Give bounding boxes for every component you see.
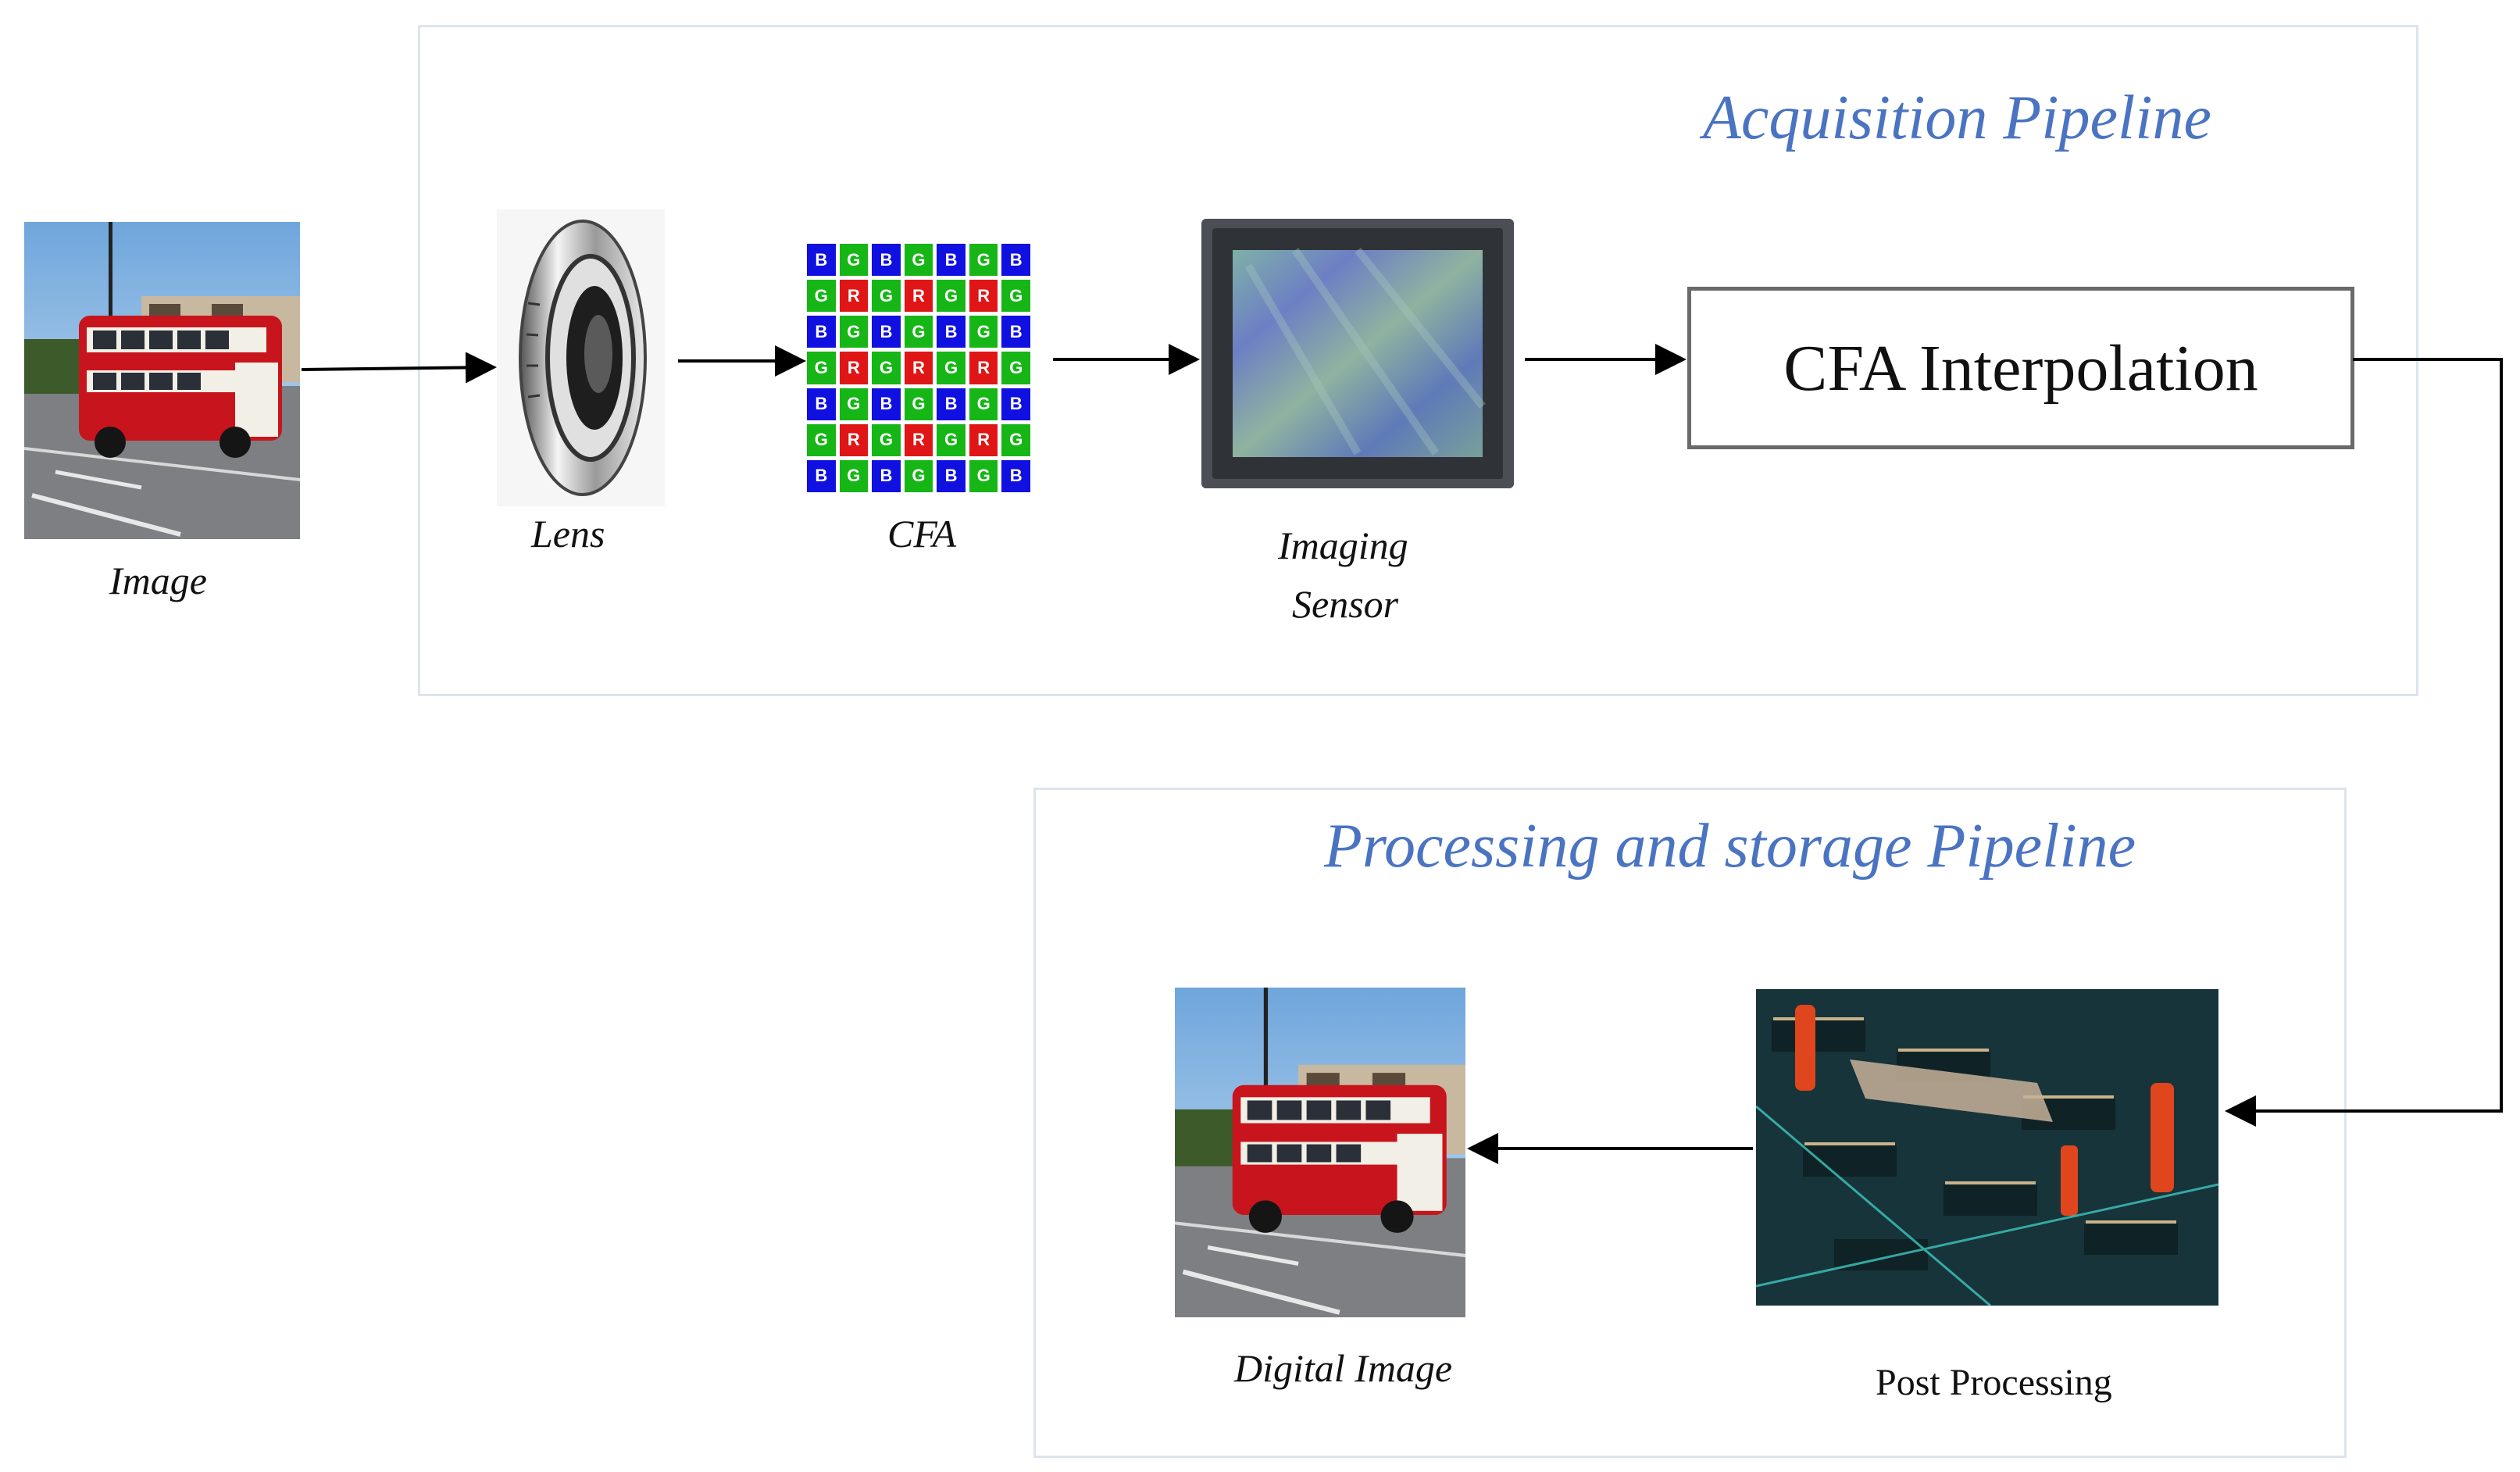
cfa-cell: G	[872, 352, 901, 384]
lens-icon	[497, 209, 665, 506]
digital-image	[1175, 988, 1465, 1317]
cfa-cell: B	[807, 459, 836, 492]
lens-label: Lens	[531, 512, 605, 556]
cfa-interpolation-box: CFA Interpolation	[1687, 287, 2354, 449]
imaging-sensor-icon	[1201, 219, 1514, 488]
cfa-cell: G	[1001, 280, 1030, 313]
cfa-cell: B	[1001, 459, 1030, 492]
acquisition-pipeline-title: Acquisition Pipeline	[1703, 84, 2211, 152]
cfa-cell: B	[1001, 244, 1030, 277]
cfa-cell: G	[937, 280, 966, 313]
cfa-cell: R	[839, 423, 869, 456]
cfa-cell: R	[969, 352, 998, 384]
cfa-cell: B	[1001, 316, 1030, 348]
cfa-cell: R	[969, 423, 998, 456]
cfa-cell: G	[969, 316, 998, 348]
imaging-sensor-picture	[1201, 219, 1514, 488]
cfa-cell: G	[937, 352, 966, 384]
bus-photo-icon	[24, 222, 300, 539]
cfa-cell: B	[807, 388, 836, 420]
processing-pipeline-title: Processing and storage Pipeline	[1324, 812, 2136, 881]
post-processing-label: Post Processing	[1876, 1362, 2112, 1403]
image-label: Image	[109, 559, 207, 602]
cfa-cell: R	[969, 280, 998, 313]
cfa-cell: R	[904, 280, 933, 313]
lens-picture	[497, 209, 665, 506]
circuit-board-icon	[1756, 989, 2218, 1306]
cfa-cell: G	[904, 244, 933, 277]
cfa-interpolation-label: CFA Interpolation	[1783, 331, 2258, 405]
cfa-cell: G	[807, 423, 836, 456]
cfa-cell: B	[937, 244, 966, 277]
cfa-cell: B	[872, 388, 901, 420]
cfa-cell: B	[937, 459, 966, 492]
cfa-cell: G	[904, 459, 933, 492]
sensor-label-line1: Imaging	[1278, 523, 1408, 567]
cfa-cell: G	[839, 316, 869, 348]
cfa-cell: G	[807, 352, 836, 384]
cfa-cell: G	[904, 316, 933, 348]
cfa-cell: G	[807, 280, 836, 313]
cfa-cell: G	[839, 388, 869, 420]
input-image	[24, 222, 300, 539]
digital-image-label: Digital Image	[1234, 1346, 1453, 1390]
cfa-cell: B	[807, 316, 836, 348]
cfa-cell: G	[839, 459, 869, 492]
post-processing-picture	[1756, 989, 2218, 1306]
cfa-cell: B	[1001, 388, 1030, 420]
cfa-cell: R	[839, 352, 869, 384]
cfa-cell: G	[872, 280, 901, 313]
cfa-cell: G	[969, 388, 998, 420]
arrow-interpolation-to-post-processing	[2225, 358, 2503, 1127]
cfa-cell: G	[839, 244, 869, 277]
cfa-cell: G	[872, 423, 901, 456]
cfa-cell: B	[807, 244, 836, 277]
cfa-cell: G	[1001, 352, 1030, 384]
cfa-cell: R	[904, 352, 933, 384]
cfa-cell: B	[872, 244, 901, 277]
cfa-cell: G	[969, 459, 998, 492]
cfa-label: CFA	[887, 512, 956, 556]
cfa-cell: R	[904, 423, 933, 456]
cfa-cell: G	[937, 423, 966, 456]
cfa-cell: B	[937, 388, 966, 420]
cfa-cell: G	[1001, 423, 1030, 456]
cfa-cell: B	[872, 316, 901, 348]
cfa-cell: G	[969, 244, 998, 277]
cfa-cell: R	[839, 280, 869, 313]
arrow-image-to-lens	[301, 352, 497, 384]
cfa-cell: B	[872, 459, 901, 492]
bus-photo-icon	[1175, 988, 1465, 1317]
cfa-cell: G	[904, 388, 933, 420]
sensor-label-line2: Sensor	[1292, 582, 1399, 626]
cfa-cell: B	[937, 316, 966, 348]
